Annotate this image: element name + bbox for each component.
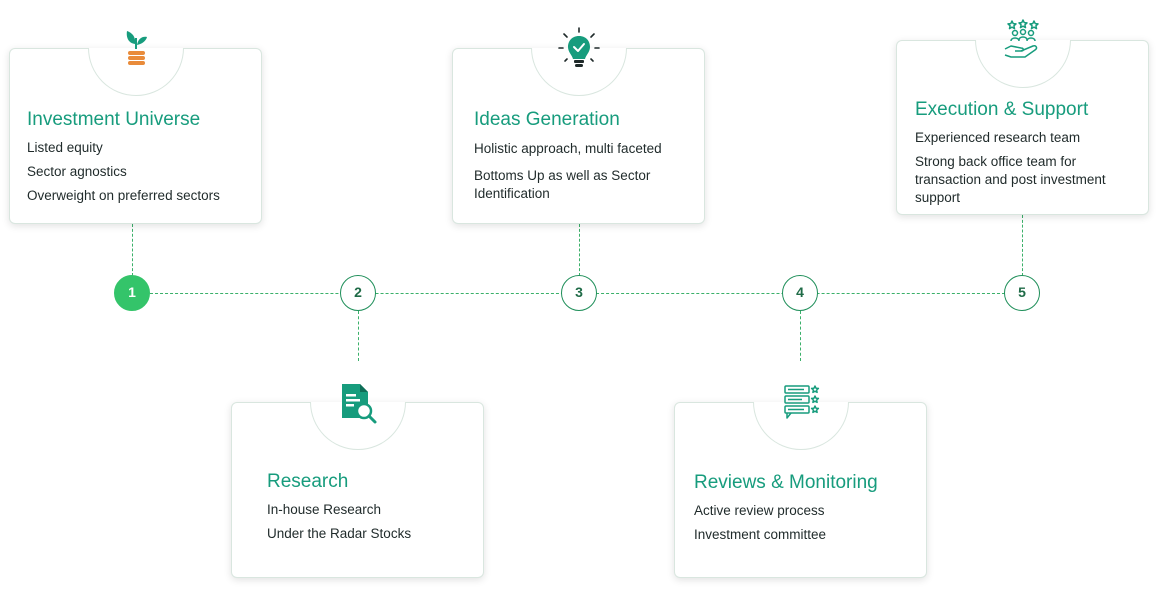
stage-line: Sector agnostics [27,164,127,179]
stage-4-connector [800,311,801,361]
checklist-stars-icon [777,380,825,428]
stage-card-ideas-generation: Ideas Generation Holistic approach, mult… [452,27,705,224]
stage-card-research: Research In-house Research Under the Rad… [231,384,484,578]
stage-title: Investment Universe [27,109,201,130]
step-marker-4: 4 [782,275,818,311]
stage-3-connector [579,224,580,276]
stage-card-execution-support: Execution & Support Experienced research… [896,19,1149,215]
stage-line: Listed equity [27,140,103,155]
stage-1-connector [132,224,133,276]
stage-5-connector [1022,215,1023,276]
plant-coins-icon [112,27,160,75]
stage-line: Overweight on preferred sectors [27,188,220,203]
stage-2-connector [358,311,359,361]
stage-line: Strong back office team for [915,154,1077,169]
stage-card-reviews-monitoring: Reviews & Monitoring Active review proce… [674,385,927,578]
step-marker-5: 5 [1004,275,1040,311]
stage-line: Experienced research team [915,130,1081,145]
stage-title: Research [267,471,349,492]
stage-line: Holistic approach, multi faceted [474,141,662,156]
hand-team-stars-icon [999,17,1047,65]
stage-line: Investment committee [694,527,827,542]
lightbulb-icon [555,25,603,73]
stage-title: Reviews & Monitoring [694,472,878,493]
step-marker-2: 2 [340,275,376,311]
stage-line: Bottoms Up as well as Sector [474,168,651,183]
stage-line: In-house Research [267,502,382,517]
stage-line: transaction and post investment [915,172,1106,187]
stage-line: Identification [474,186,550,201]
step-marker-3: 3 [561,275,597,311]
stage-line: Active review process [694,503,825,518]
stage-line: Under the Radar Stocks [267,526,412,541]
document-search-icon [334,380,382,428]
stage-title: Execution & Support [915,99,1089,120]
step-marker-1: 1 [114,275,150,311]
stage-line: support [915,190,961,205]
stage-card-investment-universe: Investment Universe Listed equity Sector… [9,31,262,224]
stage-title: Ideas Generation [474,109,620,130]
